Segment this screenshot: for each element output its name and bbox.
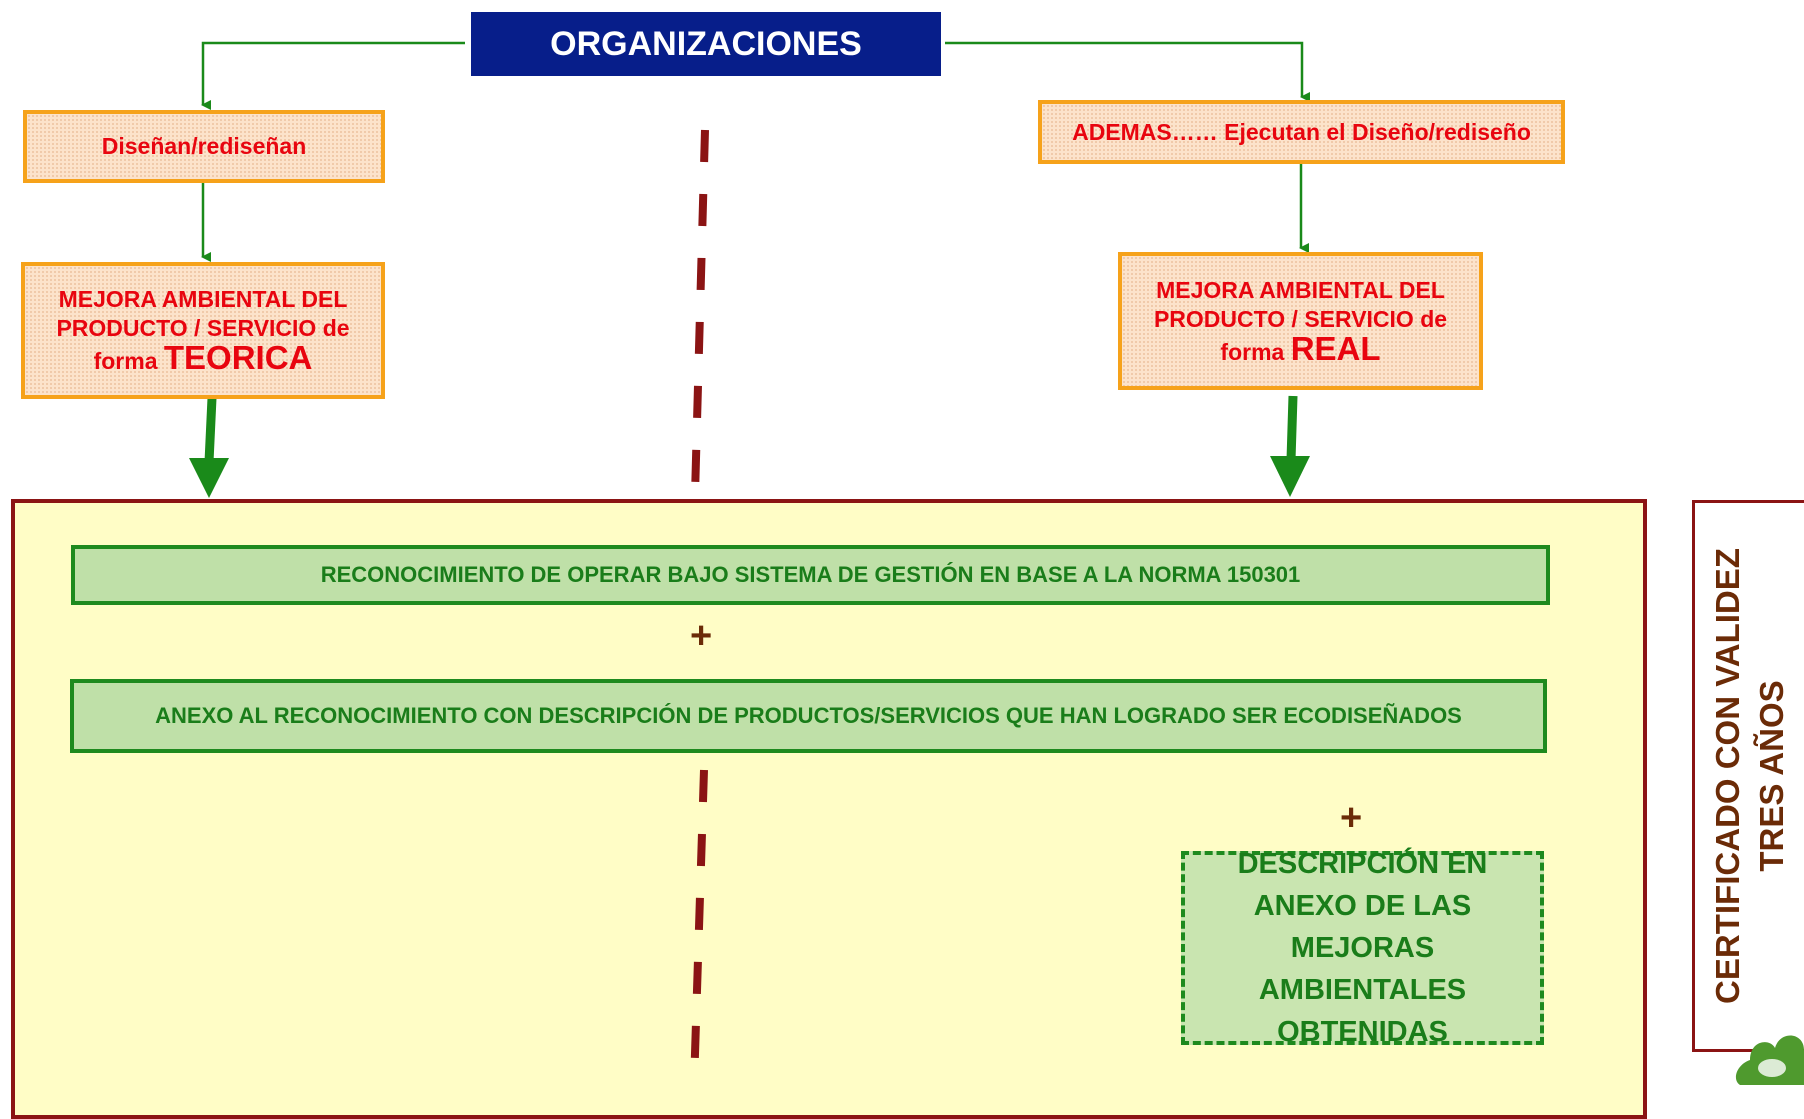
left-improvement-box: MEJORA AMBIENTAL DEL PRODUCTO / SERVICIO… (21, 262, 385, 399)
left-improvement-line3: forma TEORICA (93, 341, 313, 376)
right-improvement-line2: PRODUCTO / SERVICIO de (1153, 305, 1448, 332)
root-label: ORGANIZACIONES (550, 24, 862, 63)
right-execute-box: ADEMAS…… Ejecutan el Diseño/rediseño (1038, 100, 1565, 164)
plus-sign-2: + (1340, 797, 1363, 839)
left-design-label: Diseñan/rediseñan (101, 133, 307, 159)
right-improvement-line3: forma REAL (1220, 332, 1380, 367)
root-node: ORGANIZACIONES (471, 12, 941, 76)
left-improvement-line2: PRODUCTO / SERVICIO de (56, 315, 350, 341)
plus-sign-1: + (690, 615, 713, 657)
right-improvement-line1: MEJORA AMBIENTAL DEL (1156, 276, 1445, 303)
improvements-annex-box: DESCRIPCIÓN EN ANEXO DE LAS MEJORAS AMBI… (1181, 848, 1544, 1048)
right-improvement-box: MEJORA AMBIENTAL DEL PRODUCTO / SERVICIO… (1118, 252, 1483, 390)
recognition-bar-text: RECONOCIMIENTO DE OPERAR BAJO SISTEMA DE… (320, 562, 1301, 587)
connector-root-right (945, 41, 1310, 102)
thick-arrow-right-head (1270, 456, 1310, 497)
thick-arrow-left-head (189, 458, 229, 498)
left-design-box: Diseñan/rediseñan (23, 110, 385, 183)
annex-bar-text: ANEXO AL RECONOCIMIENTO CON DESCRIPCIÓN … (155, 703, 1462, 728)
right-improvement-prefix: forma (1220, 338, 1285, 365)
thick-arrow-left-shaft (204, 397, 217, 463)
right-execute-label: ADEMAS…… Ejecutan el Diseño/rediseño (1072, 118, 1531, 145)
left-improvement-line1: MEJORA AMBIENTAL DEL (58, 286, 348, 312)
improvements-annex-text: DESCRIPCIÓN EN ANEXO DE LAS MEJORAS AMBI… (1237, 848, 1488, 1048)
center-divider-bottom-layer (690, 769, 708, 1085)
thick-arrow-right-shaft (1286, 395, 1298, 461)
connectors (189, 41, 1310, 498)
puzzle-piece-icon (1735, 1035, 1804, 1085)
certificate-validity-label: CERTIFICADO CON VALIDEZ TRES AÑOS (1708, 548, 1790, 1004)
left-improvement-emph: TEORICA (163, 339, 313, 376)
center-divider-bottom (690, 769, 708, 1085)
connector-root-left (201, 41, 465, 110)
right-improvement-emph: REAL (1290, 329, 1381, 367)
annex-bar: ANEXO AL RECONOCIMIENTO CON DESCRIPCIÓN … (70, 679, 1547, 753)
certificate-validity-box: CERTIFICADO CON VALIDEZ TRES AÑOS (1692, 500, 1804, 1052)
recognition-bar: RECONOCIMIENTO DE OPERAR BAJO SISTEMA DE… (71, 545, 1550, 605)
left-improvement-prefix: forma (93, 348, 158, 374)
